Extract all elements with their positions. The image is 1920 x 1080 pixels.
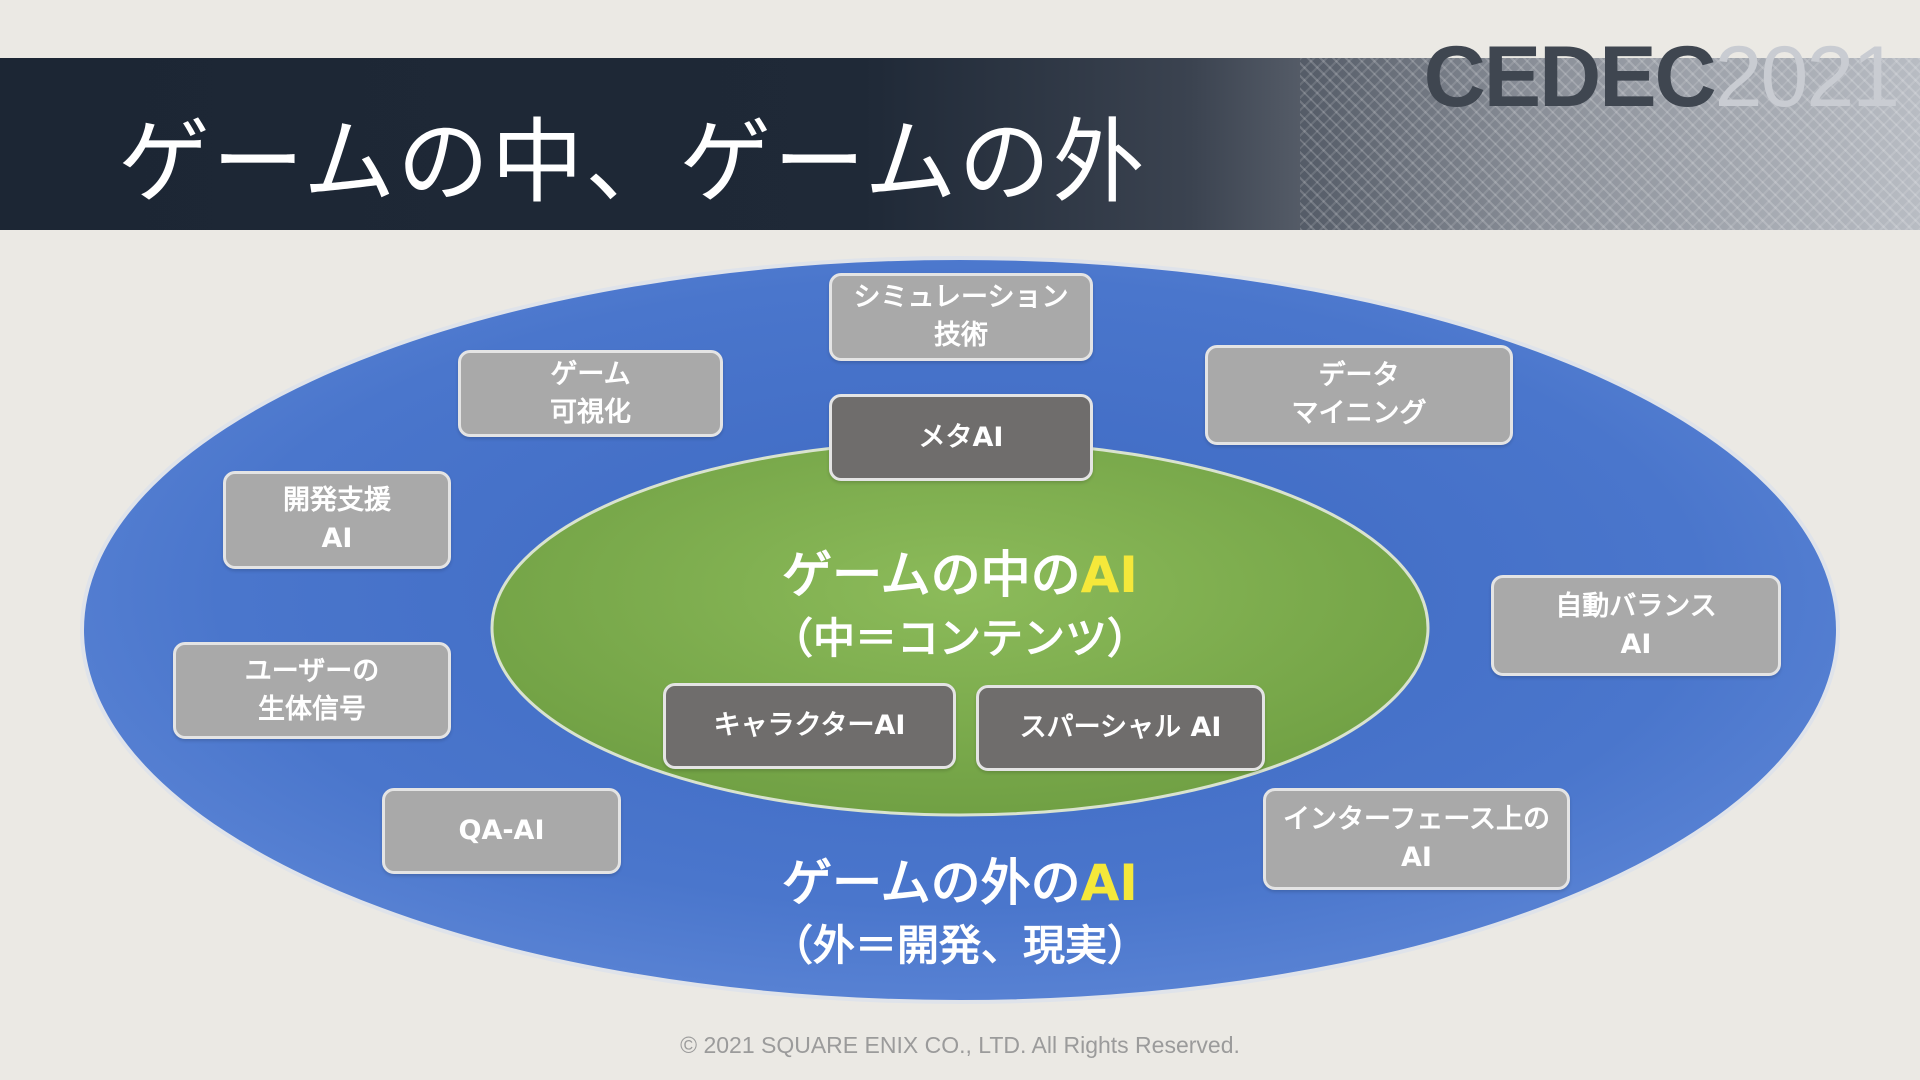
box-user-biosignal: ユーザーの 生体信号	[173, 642, 451, 739]
box-simulation: シミュレーション 技術	[829, 273, 1093, 361]
box-spatial-ai: スパーシャル AI	[976, 685, 1265, 771]
outer-ai-label: ゲームの外のAI	[0, 843, 1920, 915]
logo-year-text: 2021	[1714, 29, 1900, 125]
box-interface-ai: インターフェース上の AI	[1263, 788, 1570, 890]
box-dev-support-ai: 開発支援 AI	[223, 471, 451, 569]
inner-label-main: ゲームの中の	[782, 546, 1081, 604]
box-character-ai: キャラクターAI	[663, 683, 956, 769]
inner-label-ai: AI	[1080, 546, 1138, 604]
copyright-notice: © 2021 SQUARE ENIX CO., LTD. All Rights …	[680, 1032, 1240, 1058]
outer-label-ai: AI	[1080, 854, 1138, 912]
box-meta-ai: メタAI	[829, 394, 1093, 481]
title-bar	[0, 58, 1920, 230]
cedec-logo: CEDEC2021	[1423, 28, 1900, 127]
box-game-visualization: ゲーム 可視化	[458, 350, 723, 437]
box-auto-balance-ai: 自動バランス AI	[1491, 575, 1781, 676]
inner-ai-label: ゲームの中のAI	[0, 535, 1920, 607]
logo-main-text: CEDEC	[1423, 29, 1717, 125]
box-data-mining: データ マイニング	[1205, 345, 1513, 445]
outer-ai-sublabel: （外＝開発、現実）	[0, 912, 1920, 973]
outer-label-main: ゲームの外の	[782, 854, 1081, 912]
outer-label-sub: （外＝開発、現実）	[770, 921, 1149, 970]
box-qa-ai: QA-AI	[382, 788, 621, 874]
inner-label-sub: （中＝コンテンツ）	[770, 614, 1149, 663]
slide-title: ゲームの中、ゲームの外	[118, 109, 1147, 216]
inner-ai-sublabel: （中＝コンテンツ）	[0, 605, 1920, 666]
